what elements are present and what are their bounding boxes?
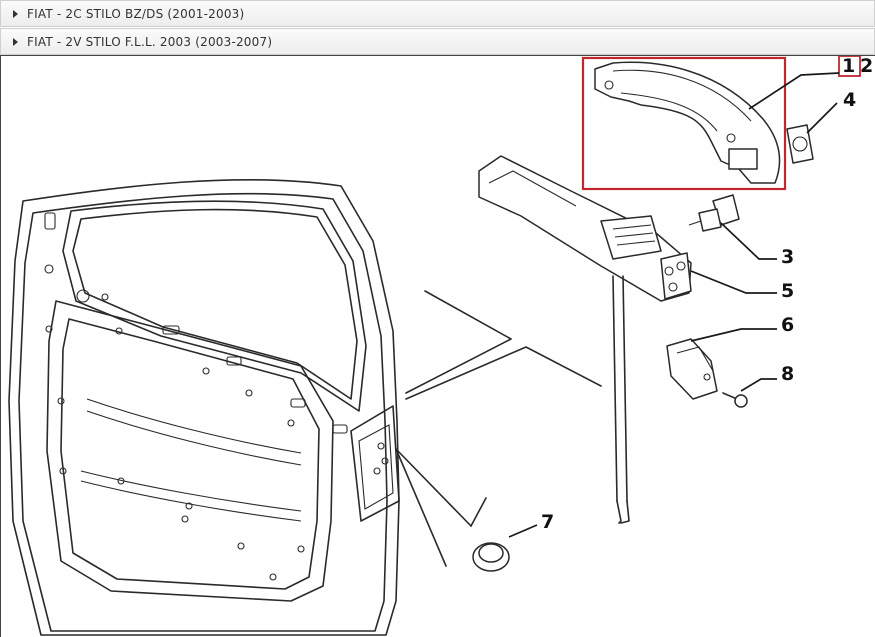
part-gasket[interactable] [786, 124, 814, 164]
accordion-label: FIAT - 2C STILO BZ/DS (2001-2003) [27, 6, 245, 21]
part-screw[interactable] [722, 392, 748, 408]
accordion-header-stilo-2v[interactable]: FIAT - 2V STILO F.L.L. 2003 (2003-2007) [0, 28, 875, 55]
caret-right-icon [13, 37, 18, 46]
leader-lines [508, 72, 840, 538]
callout-4[interactable]: 4 [843, 89, 856, 111]
callout-5[interactable]: 5 [781, 280, 794, 302]
accordion-header-stilo-2c[interactable]: FIAT - 2C STILO BZ/DS (2001-2003) [0, 0, 875, 27]
door-panel-drawing [8, 179, 400, 636]
part-bracket-clip[interactable] [666, 338, 718, 400]
callout-7[interactable]: 7 [541, 511, 554, 533]
exploded-guide-lines [395, 290, 602, 567]
callout-3[interactable]: 3 [781, 246, 794, 268]
caret-right-icon [13, 9, 18, 18]
callout-8[interactable]: 8 [781, 363, 794, 385]
part-lock-cylinder[interactable] [688, 194, 740, 232]
part-plug[interactable] [472, 542, 510, 572]
callout-2[interactable]: 2 [860, 56, 873, 77]
accordion-label: FIAT - 2V STILO F.L.L. 2003 (2003-2007) [27, 34, 273, 49]
callout-1[interactable]: 1 [842, 56, 855, 77]
part-handle-bracket[interactable] [478, 155, 692, 524]
highlight-box-small [838, 56, 861, 77]
highlight-box [581, 56, 787, 191]
exploded-view-drawing: 1 2 4 3 5 6 8 7 [8, 56, 873, 636]
callout-6[interactable]: 6 [781, 314, 794, 336]
part-outer-handle[interactable] [594, 61, 781, 184]
parts-diagram: 1 2 4 3 5 6 8 7 [0, 55, 875, 637]
